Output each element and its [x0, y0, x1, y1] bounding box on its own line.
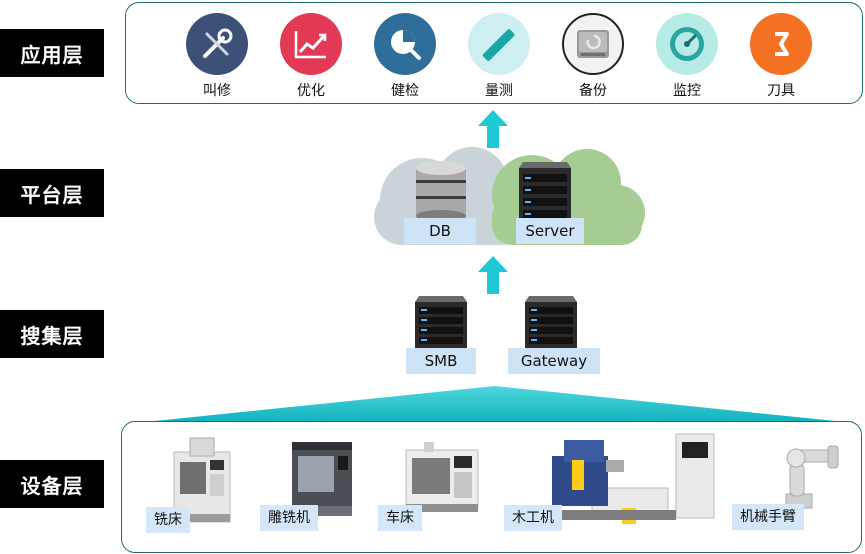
- gateway-server-icon: [525, 296, 577, 348]
- app-measure[interactable]: 量测: [464, 13, 534, 100]
- device-label: 车床: [378, 505, 422, 531]
- app-tooling[interactable]: 刀具: [746, 13, 816, 100]
- layer-label-collection: 搜集层: [0, 310, 104, 358]
- arrow-up-icon: [478, 110, 508, 148]
- app-label: 量测: [485, 83, 513, 99]
- hard-drive-icon: [562, 13, 624, 75]
- app-label: 健检: [391, 83, 419, 99]
- app-label: 监控: [673, 83, 701, 99]
- convergence-funnel: [145, 386, 845, 422]
- app-label: 刀具: [767, 83, 795, 99]
- app-monitor[interactable]: 监控: [652, 13, 722, 100]
- wrench-screwdriver-icon: [186, 13, 248, 75]
- app-optimize[interactable]: 优化: [276, 13, 346, 100]
- robot-arm-icon: [785, 445, 839, 509]
- arrow-up-icon: [478, 256, 508, 294]
- layer-label-device: 设备层: [0, 460, 104, 508]
- device-label: 铣床: [146, 507, 190, 533]
- layer-label-platform: 平台层: [0, 169, 104, 217]
- app-checkup[interactable]: 健检: [370, 13, 440, 100]
- application-panel: 叫修 优化 健检 量测: [125, 2, 863, 104]
- lathe-icon: [405, 442, 479, 512]
- engraving-machine-icon: [292, 442, 352, 516]
- smb-label: SMB: [406, 348, 476, 374]
- ruler-icon: [468, 13, 530, 75]
- server-label: Server: [516, 218, 584, 244]
- gateway-label: Gateway: [508, 348, 600, 374]
- gauge-icon: [656, 13, 718, 75]
- woodworking-machine-icon: [544, 433, 715, 524]
- smb-server-icon: [415, 296, 467, 348]
- database-icon: [416, 161, 466, 222]
- trend-chart-icon: [280, 13, 342, 75]
- app-label: 优化: [297, 83, 325, 99]
- app-label: 叫修: [203, 83, 231, 99]
- db-label: DB: [404, 218, 476, 244]
- device-label: 雕铣机: [260, 505, 318, 531]
- device-panel: 铣床 雕铣机 车床 木工机 机械手臂: [121, 421, 862, 553]
- app-backup[interactable]: 备份: [558, 13, 628, 100]
- layer-label-application: 应用层: [0, 29, 104, 77]
- inspection-chart-icon: [374, 13, 436, 75]
- device-label: 机械手臂: [732, 504, 804, 530]
- app-repair[interactable]: 叫修: [182, 13, 252, 100]
- app-label: 备份: [579, 83, 607, 99]
- device-label: 木工机: [504, 505, 562, 531]
- server-rack-icon: [519, 162, 571, 224]
- tool-icon: [750, 13, 812, 75]
